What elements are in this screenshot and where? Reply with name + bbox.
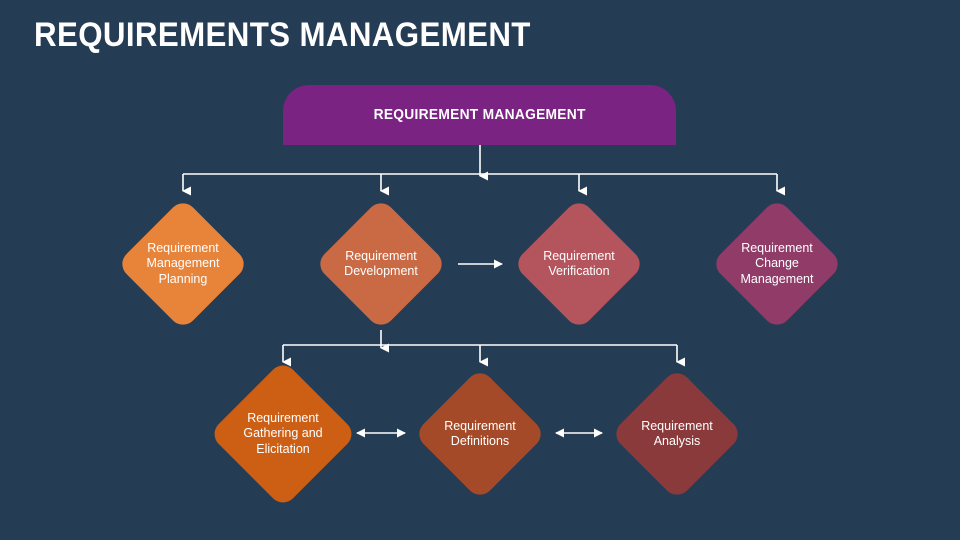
node-label: Requirement Verification [543,248,615,278]
node-requirement-management-planning[interactable]: Requirement Management Planning [116,197,250,331]
node-requirement-definitions[interactable]: Requirement Definitions [413,367,547,501]
node-label: Requirement Change Management [740,241,814,286]
node-requirement-management[interactable]: REQUIREMENT MANAGEMENT [283,85,676,145]
node-requirement-change-management[interactable]: Requirement Change Management [710,197,844,331]
node-label: REQUIREMENT MANAGEMENT [373,107,586,123]
node-label: Requirement Management Planning [146,241,220,286]
node-label: Requirement Development [344,248,418,278]
node-label: Requirement Analysis [641,418,713,448]
node-label: Requirement Gathering and Elicitation [243,411,323,456]
node-requirement-development[interactable]: Requirement Development [314,197,448,331]
node-label: Requirement Definitions [444,418,516,448]
node-requirement-gathering-and-elicitation[interactable]: Requirement Gathering and Elicitation [208,359,358,509]
node-requirement-verification[interactable]: Requirement Verification [512,197,646,331]
node-requirement-analysis[interactable]: Requirement Analysis [610,367,744,501]
page-title: REQUIREMENTS MANAGEMENT [34,16,531,54]
